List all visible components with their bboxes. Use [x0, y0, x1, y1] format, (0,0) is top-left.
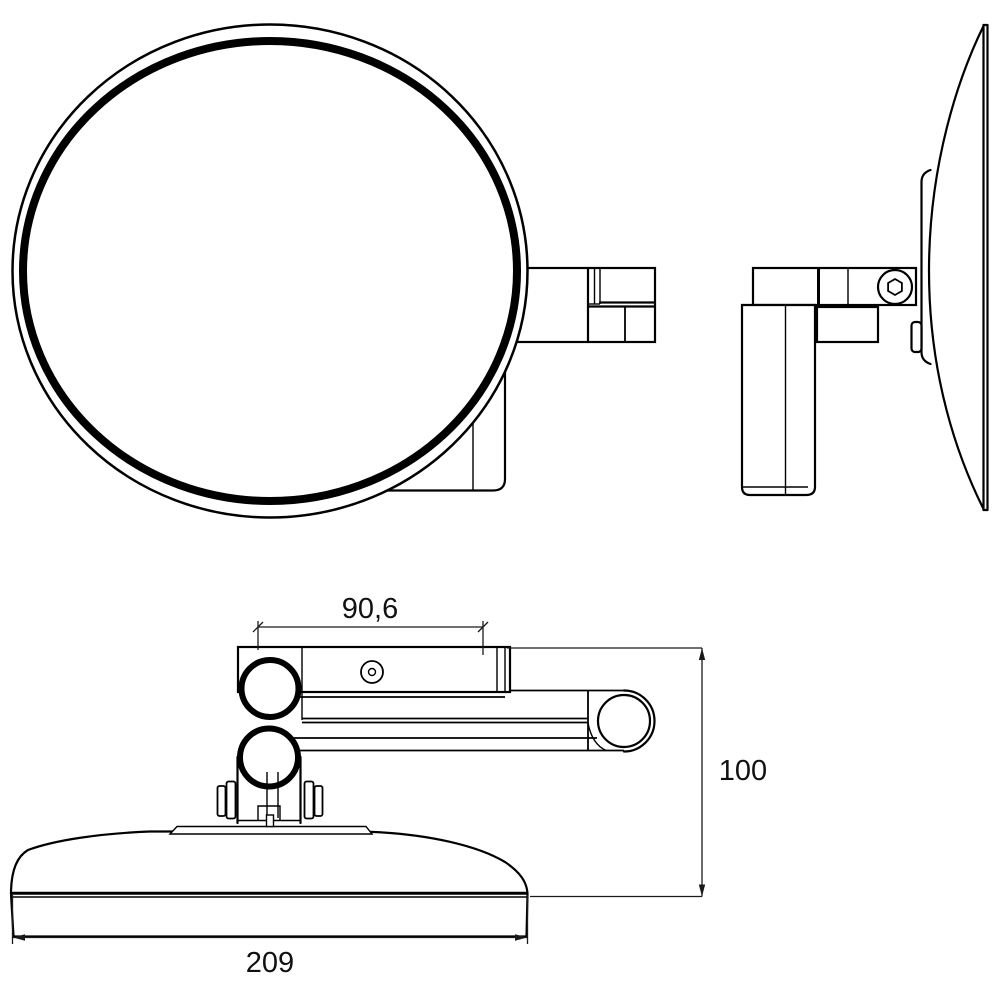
arm-bar-side — [751, 266, 918, 307]
wall-plate-side — [740, 303, 817, 497]
mirror-profile-side — [910, 23, 989, 512]
dim-arrow-left — [13, 934, 25, 941]
dim-arrow-top — [698, 648, 706, 660]
top-view — [9, 645, 656, 938]
mirror-outer-rim — [11, 23, 529, 519]
dim-tick-left — [252, 621, 264, 633]
side-view — [740, 23, 989, 512]
mounting-boss — [920, 168, 932, 366]
dim-label-base-width: 209 — [246, 947, 294, 979]
dim-tick-right — [477, 621, 489, 633]
swivel-knob — [910, 320, 923, 354]
elbow-capsule-end — [622, 689, 656, 753]
hinge-knuckle-lower — [237, 725, 301, 790]
mirror-disc-front — [11, 23, 529, 519]
fork-tab — [265, 814, 275, 828]
dim-label-height: 100 — [719, 755, 767, 787]
mirror-disc-top — [9, 830, 529, 938]
dim-arrow-bottom — [698, 884, 706, 897]
dim-label-arm-projection: 90,6 — [342, 593, 398, 625]
thumb-screws — [216, 780, 324, 820]
hinge-knuckle-upper — [238, 657, 302, 720]
mirror-back-dome — [927, 24, 985, 511]
dimension-arm-projection: 90,6 — [252, 593, 489, 655]
mirror-frame-ring — [19, 37, 521, 505]
elbow-pivot — [596, 693, 652, 749]
dim-arrow-right — [515, 934, 527, 941]
fork-slot — [257, 772, 281, 821]
arm-lower-piece-side — [815, 305, 880, 344]
mounting-screw-icon — [360, 660, 384, 684]
front-view — [11, 23, 657, 519]
base-plate — [168, 825, 374, 835]
dimension-base-width: 209 — [11, 895, 529, 979]
pivot-joint — [876, 268, 914, 306]
folding-arm-top — [293, 689, 656, 753]
hex-screw-icon — [887, 277, 903, 297]
dimension-height: 100 — [507, 647, 767, 898]
